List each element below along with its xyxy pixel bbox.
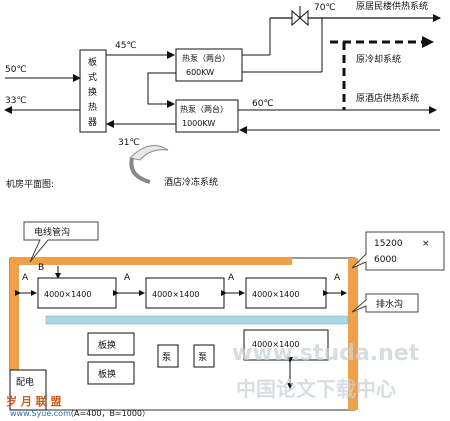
- hp1-line2: 600KW: [186, 68, 214, 77]
- unit-1-label: 4000×1400: [44, 290, 91, 299]
- label-a-4: A: [334, 273, 341, 283]
- label-a-2: A: [124, 273, 131, 283]
- label-a-1: A: [22, 273, 29, 283]
- plate-2-label: 板换: [98, 368, 116, 380]
- orange-trench-right: [348, 258, 358, 410]
- plate-hx-char-1: 板: [88, 56, 97, 68]
- heat-pump-1000kw: [175, 99, 239, 133]
- watermark-url: www.studa.net: [232, 341, 420, 366]
- label-cooling-system: 原冷却系统: [356, 53, 401, 65]
- pump-1-label: 泵: [162, 352, 171, 363]
- label-a-3: A: [228, 273, 235, 283]
- unit-4: [243, 329, 329, 361]
- orange-trench-top: [10, 257, 292, 265]
- unit-1: [37, 277, 117, 309]
- label-hotel-heating: 原酒店供热系统: [356, 92, 419, 104]
- switch-room: [9, 369, 47, 411]
- plate-exchanger-2: [87, 361, 135, 385]
- drain-bar: [45, 315, 349, 325]
- hp1-line1: 热泵（两台）: [182, 53, 230, 63]
- callout-cable-trench: [23, 221, 99, 263]
- pipe-hp1-to-hp2: [147, 72, 176, 108]
- temp-31: 31℃: [118, 138, 140, 148]
- hp2-line1: 热泵（两台）: [180, 104, 228, 114]
- label-hotel-cold: 酒店冷冻系统: [164, 176, 218, 188]
- label-residential-heating: 原居民楼供热系统: [356, 0, 428, 12]
- callout-drain: [351, 293, 419, 313]
- curved-arrow-icon: [128, 145, 169, 161]
- temp-50: 50℃: [5, 65, 27, 75]
- orange-trench-left: [10, 257, 19, 407]
- dim-times: ×: [422, 239, 430, 249]
- plate-hx-char-4: 热: [88, 101, 97, 113]
- temp-45: 45℃: [115, 41, 137, 51]
- logo-cn: 岁 月 联 盟: [6, 394, 62, 408]
- heat-pump-600kw: [175, 48, 243, 82]
- curved-arrow-tail: [129, 157, 151, 184]
- pump-1: [157, 344, 179, 368]
- label-drain-trench: 排水沟: [376, 298, 403, 310]
- plate-hx-char-2: 式: [88, 71, 97, 83]
- switch-label: 配电: [16, 376, 34, 388]
- pump-2: [193, 344, 215, 368]
- hp2-line2: 1000KW: [182, 119, 215, 128]
- dim-length: 15200: [374, 239, 403, 249]
- label-b: B: [38, 263, 44, 273]
- dim-width: 6000: [374, 255, 397, 265]
- label-cable-trench: 电线管沟: [34, 226, 70, 238]
- watermark-cn: 中国论文下载中心: [236, 377, 396, 401]
- plate-heat-exchanger: [79, 49, 107, 133]
- unit-4-label: 4000×1400: [252, 340, 299, 349]
- unit-2-label: 4000×1400: [152, 290, 199, 299]
- plate-hx-char-5: 器: [88, 117, 97, 128]
- pump-2-label: 泵: [198, 352, 207, 363]
- temp-33: 33℃: [5, 96, 27, 106]
- temp-60: 60℃: [252, 99, 274, 109]
- plate-exchanger-1: [87, 332, 135, 356]
- floorplan-title: 机房平面图:: [6, 178, 54, 190]
- plate-hx-char-3: 换: [88, 86, 97, 98]
- logo-url: www.Syue.com: [10, 409, 71, 418]
- callout-dimensions: [351, 231, 445, 271]
- unit-3-label: 4000×1400: [252, 290, 299, 299]
- plate-1-label: 板换: [98, 339, 116, 351]
- unit-2: [145, 277, 225, 309]
- note-ab: （A=400，B=1000）: [66, 409, 150, 418]
- temp-70: 70℃: [314, 3, 336, 13]
